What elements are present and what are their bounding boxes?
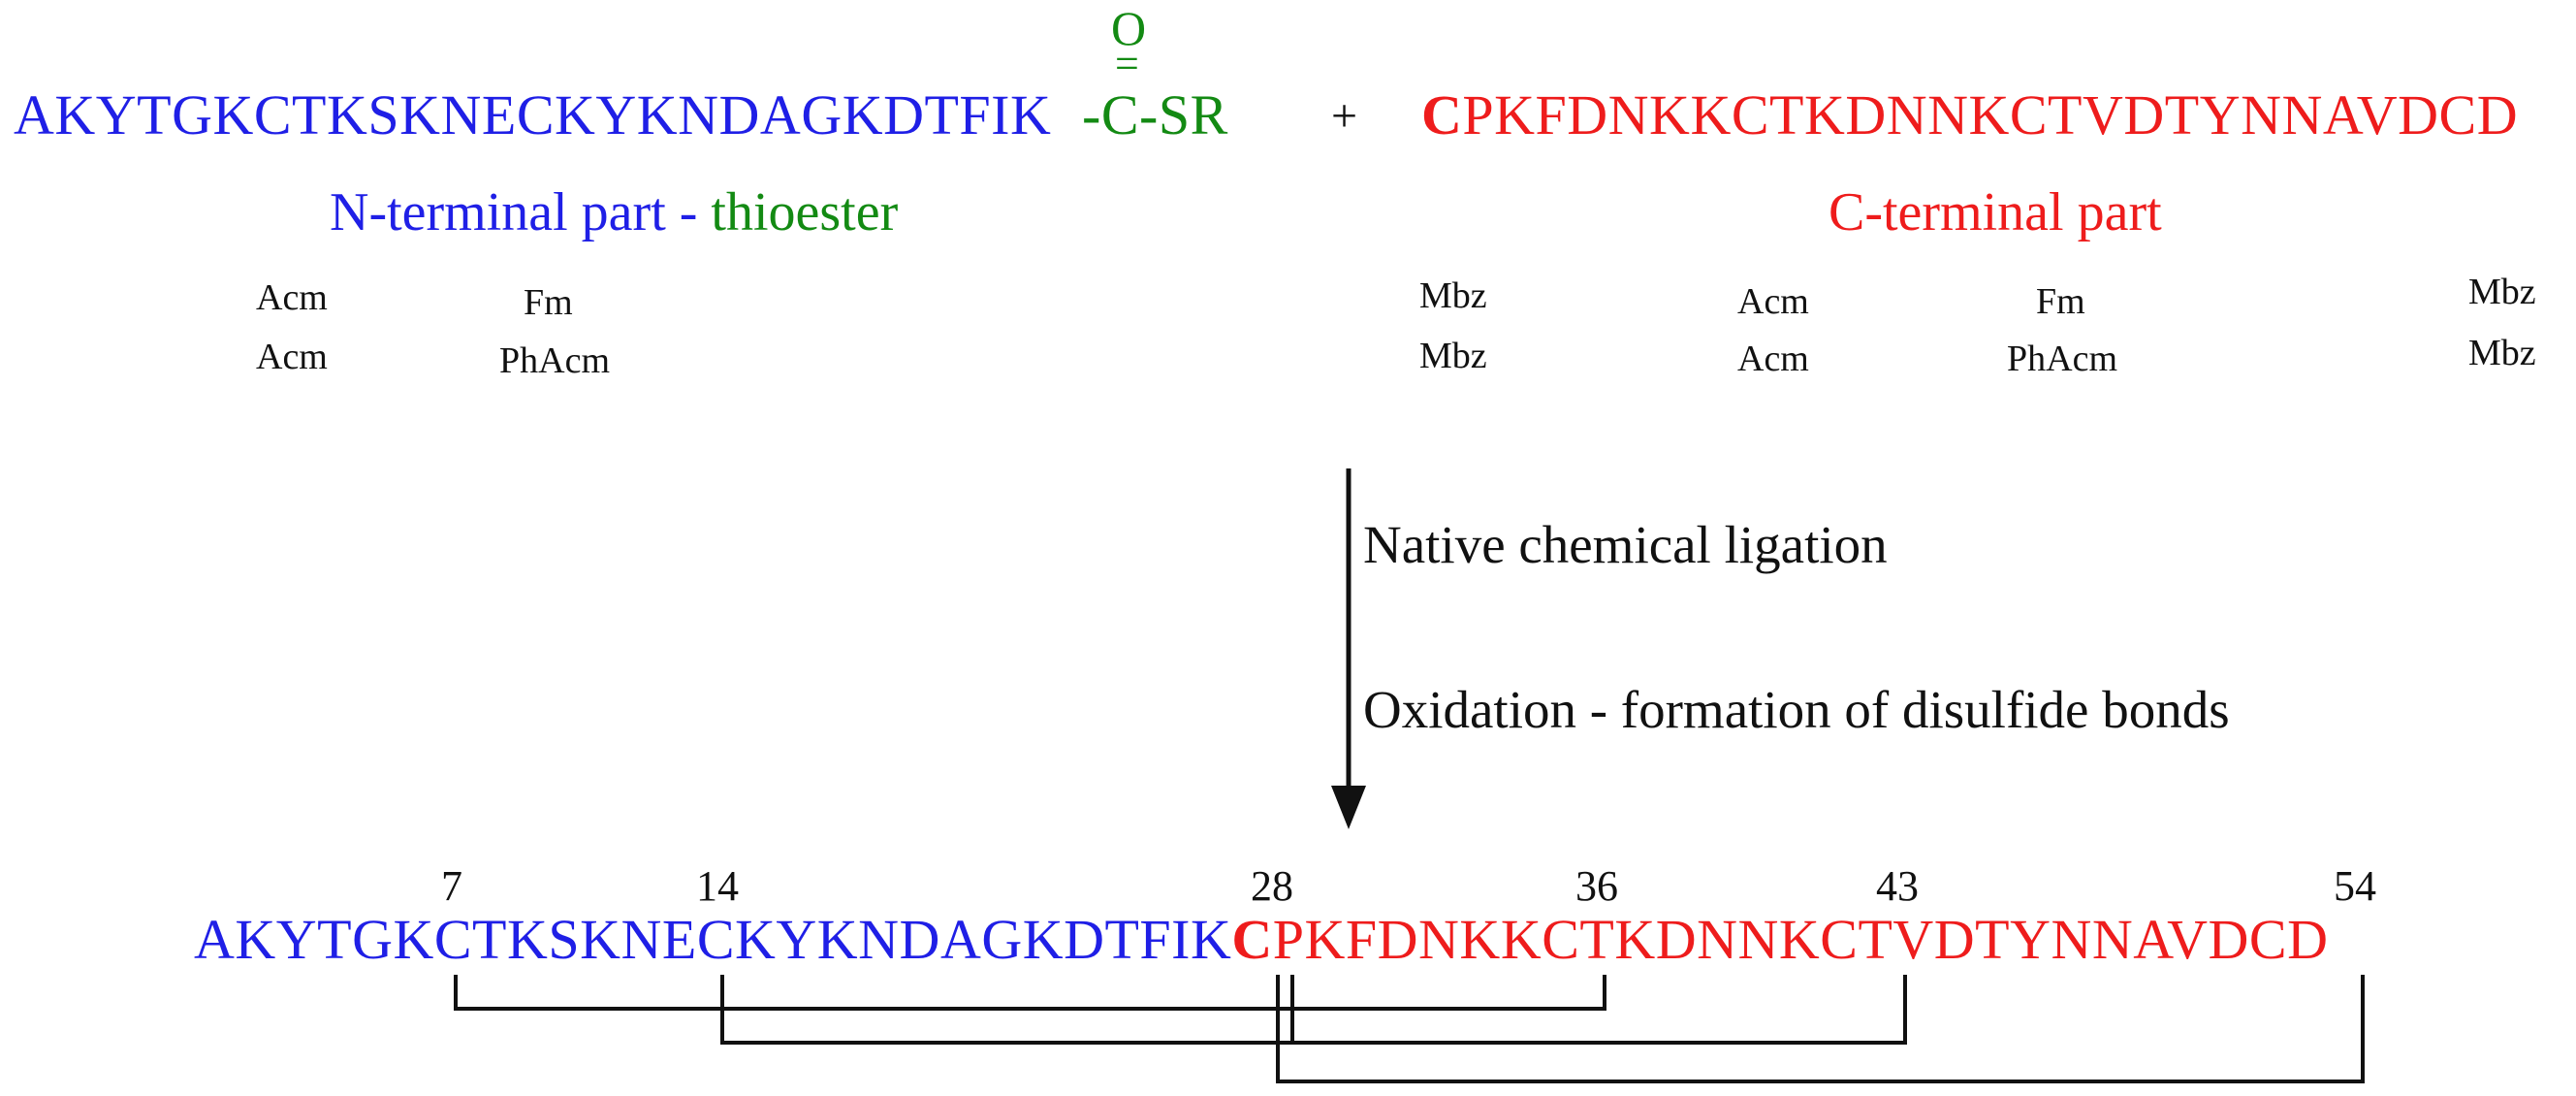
pg-c-row2-2: Acm <box>1737 338 1809 379</box>
position-43: 43 <box>1876 862 1919 910</box>
disulfide-bond-7-36 <box>454 975 1606 1011</box>
product-cys-36: C <box>1542 908 1580 971</box>
position-54: 54 <box>2334 862 2376 910</box>
pg-n-row1-2: Fm <box>524 282 573 323</box>
product-seq-6: TVDTYNNAVD <box>1858 908 2249 971</box>
pg-n-row1-1: Acm <box>256 277 328 318</box>
product-cys-28: C <box>1231 908 1273 971</box>
product-cys-43: C <box>1820 908 1859 971</box>
pg-c-row2-1: Mbz <box>1419 336 1487 376</box>
pg-n-row2-1: Acm <box>256 337 328 377</box>
position-7: 7 <box>441 862 462 910</box>
thioester-oxygen: O <box>1111 1 1147 55</box>
thioester-group: -C-SR <box>1082 83 1228 146</box>
pg-c-row1-4: Mbz <box>2468 272 2536 312</box>
position-28: 28 <box>1251 862 1293 910</box>
step-oxidation: Oxidation - formation of disulfide bonds <box>1363 680 2230 739</box>
c-terminal-first-cys: C <box>1421 83 1463 146</box>
pg-c-row1-3: Fm <box>2036 281 2085 322</box>
pg-n-row2-2: PhAcm <box>499 340 610 381</box>
n-terminal-label: N-terminal part - thioester <box>330 181 898 243</box>
product-seq-7: D <box>2287 908 2329 971</box>
c-terminal-sequence: CPKFDNKKCTKDNNKCTVDTYNNAVDCD <box>1421 82 2518 147</box>
n-terminal-sequence: AKYTGKCTKSKNECKYKNDAGKDTFIK <box>14 83 1052 146</box>
product-seq-5: TKDNNK <box>1579 908 1821 971</box>
product-cys-7: C <box>433 908 473 971</box>
disulfide-bond-14-43 <box>720 975 1907 1045</box>
c-terminal-label: C-terminal part <box>1829 182 2162 242</box>
pg-c-row2-4: Mbz <box>2468 333 2536 373</box>
n-terminal-part-text: N-terminal part - <box>330 182 712 242</box>
thioester-sr: SR <box>1158 83 1228 146</box>
c-terminal-rest: PKFDNKKCTKDNNKCTVDTYNNAVDCD <box>1462 83 2519 146</box>
reaction-arrow <box>1331 468 1366 829</box>
position-14: 14 <box>696 862 739 910</box>
product-seq-4: PKFDNKK <box>1272 908 1542 971</box>
pg-c-row2-3: PhAcm <box>2007 338 2117 379</box>
product-cys-54: C <box>2248 908 2288 971</box>
disulfide-bond-28-54 <box>1276 975 2365 1083</box>
thioester-text: thioester <box>711 182 899 242</box>
step-native-chemical-ligation: Native chemical ligation <box>1363 515 1888 574</box>
product-seq-1: AKYTGK <box>194 908 434 971</box>
product-seq-2: TKSKNE <box>472 908 697 971</box>
pg-c-row1-1: Mbz <box>1419 275 1487 316</box>
thioester-carbon: C <box>1100 83 1140 146</box>
position-36: 36 <box>1575 862 1618 910</box>
disulfide-bridges <box>454 975 2365 1083</box>
product-sequence: AKYTGKCTKSKNECKYKNDAGKDTFIKCPKFDNKKCTKDN… <box>194 907 2329 972</box>
product-seq-3: KYKNDAGKDTFIK <box>735 908 1232 971</box>
plus-sign: + <box>1331 90 1358 142</box>
pg-c-row1-2: Acm <box>1737 281 1809 322</box>
thioester-double-bond: = <box>1115 40 1139 87</box>
product-cys-14: C <box>696 908 736 971</box>
